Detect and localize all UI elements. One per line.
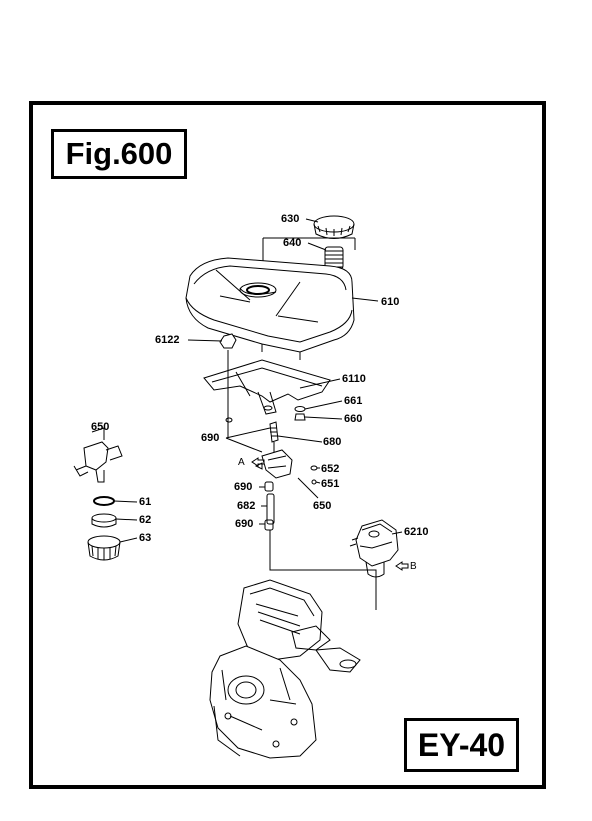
tank-nut bbox=[219, 333, 237, 438]
part-label-650-assembly: 650 bbox=[313, 500, 332, 512]
leader-6210 bbox=[391, 531, 403, 535]
leader-640 bbox=[307, 242, 327, 251]
fuel-cock-assembly bbox=[254, 421, 293, 479]
fuel-tube-parts bbox=[264, 477, 377, 610]
leader-690-upper bbox=[225, 427, 271, 453]
leader-62 bbox=[115, 518, 138, 521]
part-label-661: 661 bbox=[344, 395, 363, 407]
fuel-cock bbox=[73, 427, 123, 483]
leader-660 bbox=[304, 416, 343, 420]
fuel-cap bbox=[313, 215, 355, 239]
part-label-651: 651 bbox=[321, 478, 340, 490]
figure-frame bbox=[29, 101, 546, 789]
part-label-610: 610 bbox=[381, 296, 400, 308]
part-label-61: 61 bbox=[139, 496, 152, 508]
leader-651 bbox=[315, 481, 321, 484]
leader-6122 bbox=[187, 339, 223, 342]
part-label-650-cock: 650 bbox=[91, 421, 110, 433]
part-label-63: 63 bbox=[139, 532, 152, 544]
part-label-690-lower: 690 bbox=[235, 518, 254, 530]
part-label-690-middle: 690 bbox=[234, 481, 253, 493]
part-label-6122: 6122 bbox=[155, 334, 180, 346]
part-label-6210: 6210 bbox=[404, 526, 429, 538]
part-label-640: 640 bbox=[283, 237, 302, 249]
leader-661 bbox=[304, 400, 343, 410]
fuel-strainer bbox=[324, 246, 344, 270]
model-code: EY-40 bbox=[404, 718, 519, 772]
part-label-660: 660 bbox=[344, 413, 363, 425]
leader-610 bbox=[351, 297, 379, 302]
tank-bracket bbox=[203, 359, 331, 415]
part-label-6110: 6110 bbox=[342, 373, 366, 385]
leader-680 bbox=[277, 435, 323, 443]
leader-6110 bbox=[299, 378, 341, 389]
part-label-690-upper: 690 bbox=[201, 432, 220, 444]
figure-title: Fig.600 bbox=[51, 129, 187, 179]
part-label-62: 62 bbox=[139, 514, 152, 526]
part-label-630: 630 bbox=[281, 213, 300, 225]
part-label-680: 680 bbox=[323, 436, 342, 448]
view-b-label: B bbox=[410, 561, 417, 572]
carburetor bbox=[349, 519, 399, 578]
view-b-arrow bbox=[395, 561, 409, 571]
fuel-tank bbox=[185, 257, 355, 360]
part-label-682: 682 bbox=[237, 500, 256, 512]
view-a-arrow bbox=[251, 457, 265, 467]
leader-630 bbox=[305, 218, 319, 223]
leader-63 bbox=[119, 537, 138, 543]
engine-block bbox=[209, 579, 361, 759]
leader-61 bbox=[113, 500, 138, 503]
view-a-label: A bbox=[238, 457, 245, 468]
part-label-652: 652 bbox=[321, 463, 340, 475]
